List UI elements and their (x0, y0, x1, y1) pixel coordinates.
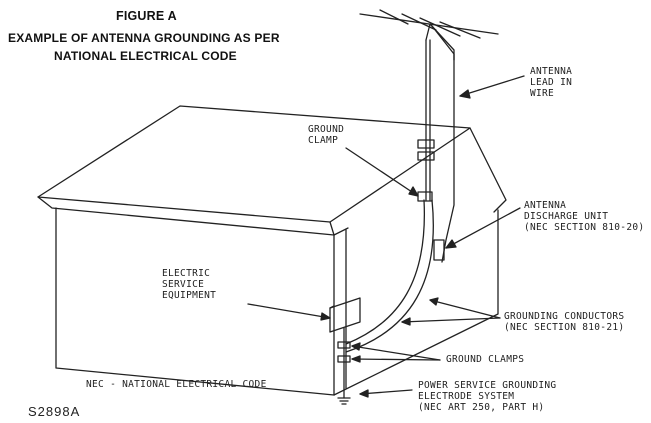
label-power-service-grounding: POWER SERVICE GROUNDING ELECTRODE SYSTEM… (418, 380, 557, 413)
arrowhead-ground-clamps-2 (351, 355, 361, 363)
label-grounding-conductors: GROUNDING CONDUCTORS (NEC SECTION 810-21… (504, 311, 625, 333)
service-equipment-edge (329, 305, 335, 309)
figure-label: FIGURE A (116, 9, 177, 23)
label-nec-note: NEC - NATIONAL ELECTRICAL CODE (86, 379, 267, 390)
label-ground-clamps: GROUND CLAMPS (446, 354, 525, 365)
service-equipment-box (329, 297, 361, 333)
antenna-boom (359, 13, 499, 35)
roof-front-slope (37, 105, 471, 223)
leader-antenna-lead (459, 75, 525, 97)
mast-clamp-2 (417, 151, 435, 161)
arrowhead-grounding-conductor-1 (429, 297, 439, 306)
antenna-element-2 (401, 13, 437, 31)
arrowhead-discharge-unit (445, 239, 457, 249)
leader-grounding-conductor-2 (401, 317, 501, 323)
figure-code: S2898A (28, 404, 81, 419)
arrowhead-ground-clamp (408, 186, 419, 197)
figure-title-line-1: EXAMPLE OF ANTENNA GROUNDING AS PER (8, 31, 280, 45)
arrowhead-service-equipment (320, 312, 331, 321)
label-antenna-lead-in-wire: ANTENNA LEAD IN WIRE (530, 66, 573, 99)
grounding-conductor-outer (345, 199, 434, 353)
discharge-unit-box (433, 239, 445, 261)
leader-ground-clamps-1 (351, 345, 441, 361)
bottom-ground-clamp-1 (337, 341, 351, 349)
house-side-wall (333, 209, 499, 396)
label-antenna-discharge-unit: ANTENNA DISCHARGE UNIT (NEC SECTION 810-… (524, 200, 645, 233)
leader-power-service (359, 389, 413, 395)
arrowhead-grounding-conductor-2 (401, 317, 411, 326)
figure-title-line-2: NATIONAL ELECTRICAL CODE (54, 49, 237, 63)
antenna-element-4 (439, 21, 481, 39)
leader-discharge-unit (445, 207, 521, 249)
leader-ground-clamps-2 (351, 358, 441, 361)
label-ground-clamp: GROUND CLAMP (308, 124, 345, 146)
bottom-ground-clamp-2 (337, 355, 351, 363)
label-electric-service-equipment: ELECTRIC SERVICE EQUIPMENT (162, 268, 217, 301)
arrowhead-power-service (359, 389, 369, 398)
antenna-element-3 (419, 17, 461, 37)
roof-eave-front (37, 196, 335, 236)
antenna-lead-in-wire (431, 25, 455, 263)
mast-clamp-1 (417, 139, 435, 149)
roof-eave-corner (333, 227, 349, 236)
arrowhead-antenna-lead (459, 89, 471, 99)
roof-ridge-right (469, 127, 507, 213)
antenna-element-1 (379, 9, 409, 25)
leader-service-equipment (247, 303, 331, 319)
house-front-wall (55, 207, 335, 396)
leader-grounding-conductor-1 (429, 299, 501, 319)
arrowhead-ground-clamps-1 (351, 342, 361, 351)
grounding-conductor-inner (345, 199, 426, 345)
leader-ground-clamp (345, 147, 419, 197)
